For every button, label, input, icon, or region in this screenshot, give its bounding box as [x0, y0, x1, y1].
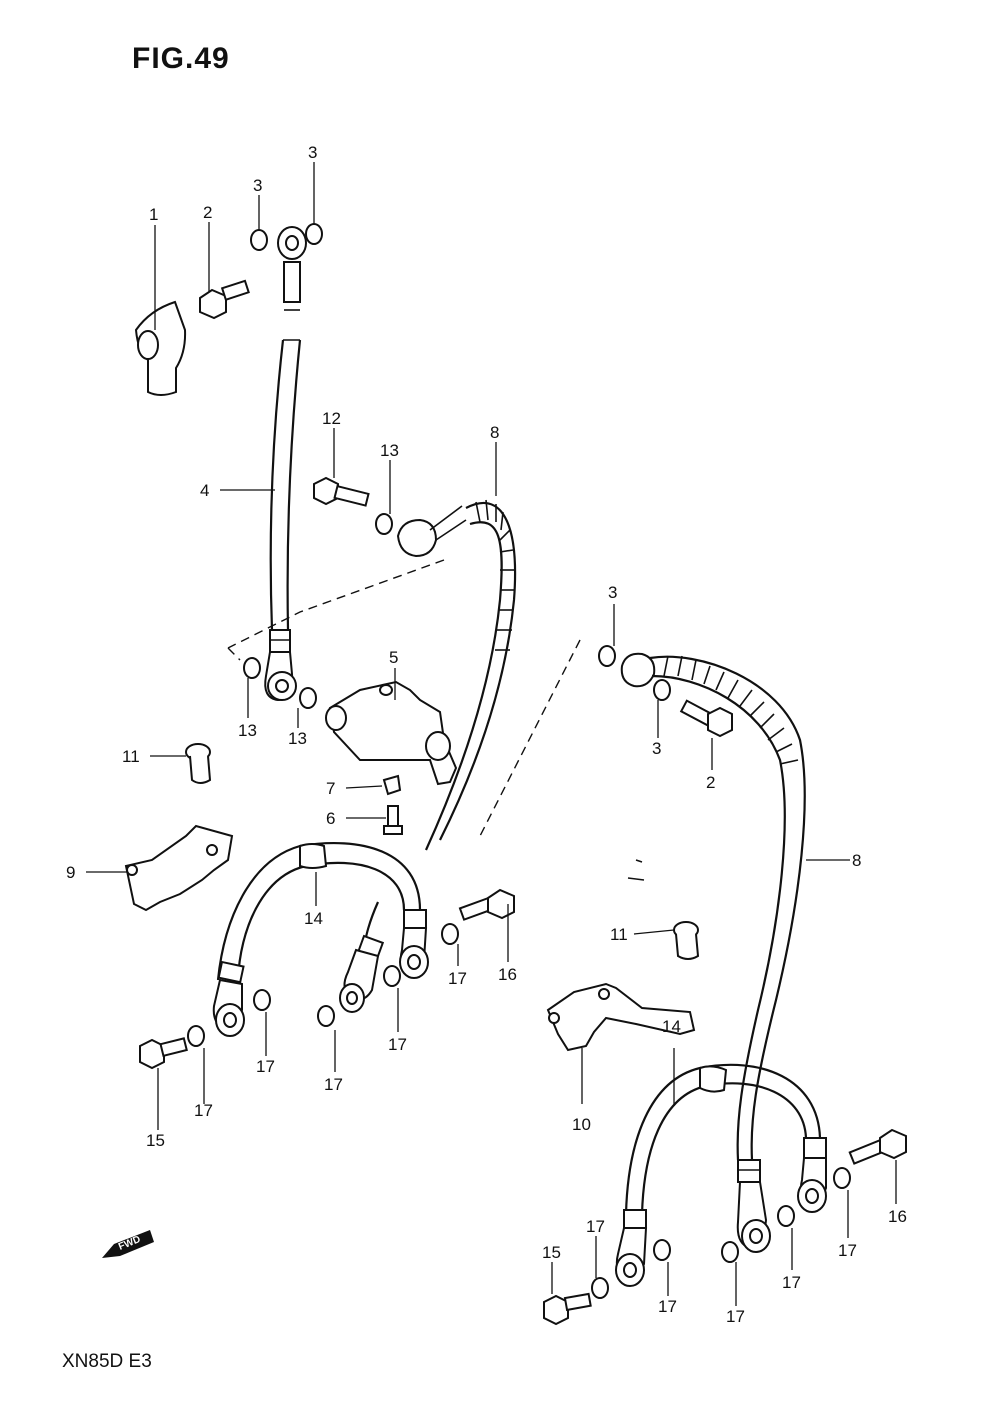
- washer-3-right-a: [598, 645, 616, 667]
- label-8a: 8: [490, 423, 499, 442]
- label-17a: 17: [448, 969, 467, 988]
- brake-hose-upper: [264, 226, 307, 702]
- nut-7: [382, 774, 402, 796]
- union-bolt-15-right: [543, 1292, 592, 1326]
- bracket-10: [546, 982, 696, 1052]
- label-17f: 17: [838, 1241, 857, 1260]
- label-3d: 3: [652, 739, 661, 758]
- union-bolt-16-right: [848, 1128, 907, 1165]
- brake-fitting-cap: [134, 300, 187, 396]
- label-3c: 3: [608, 583, 617, 602]
- label-2b: 2: [706, 773, 715, 792]
- dashed-guide-1: [227, 559, 445, 649]
- label-14a: 14: [304, 909, 323, 928]
- brake-hose-14-right: [615, 1063, 827, 1287]
- dashed-guide-2: [479, 639, 581, 837]
- label-3a: 3: [253, 176, 262, 195]
- washer-17-j: [591, 1277, 609, 1299]
- washer-17-d: [253, 989, 271, 1011]
- figure-title: FIG.49: [132, 42, 230, 75]
- label-17c: 17: [324, 1075, 343, 1094]
- union-bolt-2-right: [679, 699, 733, 738]
- fwd-arrow-icon: FWD: [102, 1230, 154, 1258]
- brake-hose-8-right: [620, 652, 806, 1183]
- grommet-left: [185, 743, 212, 784]
- washer-3-right-b: [653, 679, 671, 701]
- label-17g: 17: [782, 1273, 801, 1292]
- label-11b: 11: [610, 925, 628, 944]
- label-3b: 3: [308, 143, 317, 162]
- mark-a: [635, 859, 643, 863]
- washer-13-upper: [375, 513, 393, 535]
- label-13b: 13: [238, 721, 257, 740]
- label-10: 10: [572, 1115, 591, 1134]
- grommet-right: [673, 921, 700, 960]
- label-12: 12: [322, 409, 341, 428]
- washer-upper-b: [305, 223, 323, 245]
- label-5: 5: [389, 648, 398, 667]
- leader-lines: [86, 162, 897, 1306]
- washer-17-a: [441, 923, 459, 945]
- label-15a: 15: [146, 1131, 165, 1150]
- brake-hose-14-left: [212, 841, 429, 1037]
- three-way-joint: [325, 680, 458, 786]
- label-17e: 17: [194, 1101, 213, 1120]
- label-17d: 17: [256, 1057, 275, 1076]
- washer-17-f: [833, 1167, 851, 1189]
- label-4: 4: [200, 481, 209, 500]
- label-13c: 13: [288, 729, 307, 748]
- part-number-labels: 1 2 3 3 4 12 13 8 13 13 5 11 7 6 9 14 16…: [66, 143, 907, 1326]
- washer-17-i: [653, 1239, 671, 1261]
- label-17b: 17: [388, 1035, 407, 1054]
- bolt-6: [383, 805, 403, 835]
- label-16b: 16: [888, 1207, 907, 1226]
- washer-17-b: [383, 965, 401, 987]
- label-16a: 16: [498, 965, 517, 984]
- label-17i: 17: [658, 1297, 677, 1316]
- brake-hose-8-left: [396, 499, 517, 851]
- bracket-9: [124, 824, 234, 912]
- label-17j: 17: [586, 1217, 605, 1236]
- washer-17-h: [721, 1241, 739, 1263]
- mark-b: [627, 877, 645, 881]
- label-13a: 13: [380, 441, 399, 460]
- washer-17-e: [187, 1025, 205, 1047]
- label-9: 9: [66, 863, 75, 882]
- union-bolt-16-left: [458, 888, 515, 921]
- union-bolt-15-left: [139, 1037, 188, 1070]
- label-1: 1: [149, 205, 158, 224]
- dashed-guide-3: [227, 647, 241, 661]
- union-bolt-12: [313, 476, 370, 507]
- washer-17-g: [777, 1205, 795, 1227]
- label-8b: 8: [852, 851, 861, 870]
- label-17h: 17: [726, 1307, 745, 1326]
- label-2a: 2: [203, 203, 212, 222]
- washer-13-right: [299, 687, 317, 709]
- label-11a: 11: [122, 747, 140, 766]
- label-15b: 15: [542, 1243, 561, 1262]
- washer-13-left: [243, 657, 261, 679]
- model-code: XN85D E3: [62, 1351, 152, 1372]
- label-7: 7: [326, 779, 335, 798]
- washer-17-c: [317, 1005, 335, 1027]
- label-14b: 14: [662, 1017, 681, 1036]
- union-bolt-upper: [199, 279, 250, 320]
- washer-upper-a: [250, 229, 268, 251]
- label-6: 6: [326, 809, 335, 828]
